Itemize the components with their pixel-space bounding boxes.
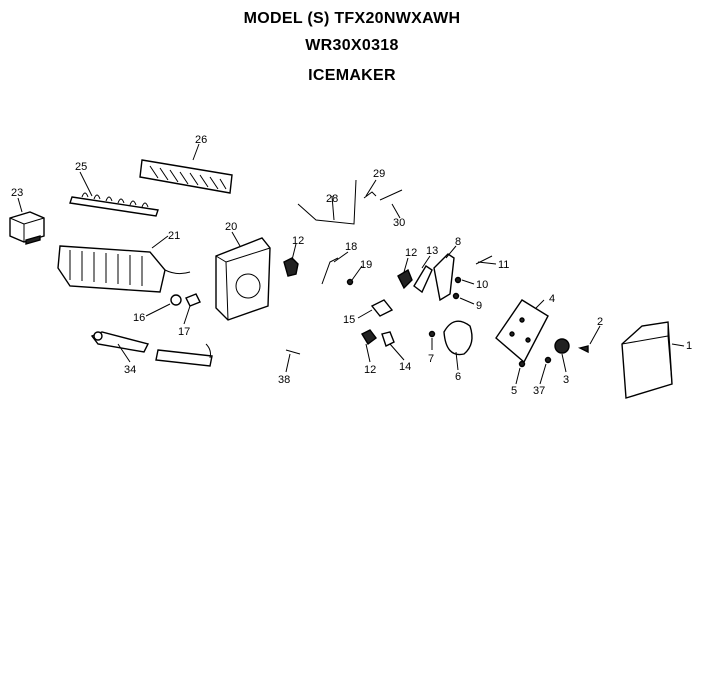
part-1-cover <box>621 321 673 399</box>
callout-34: 34 <box>124 364 136 376</box>
callout-11: 11 <box>498 259 509 271</box>
callout-12b: 12 <box>405 247 417 259</box>
callout-13: 13 <box>426 245 438 257</box>
part-29-arm-clip <box>363 191 377 199</box>
part-3-gear <box>554 338 570 354</box>
callout-14: 14 <box>399 361 411 373</box>
callout-37: 37 <box>533 385 545 397</box>
callout-20: 20 <box>225 221 237 233</box>
callout-21: 21 <box>168 230 180 242</box>
callout-8: 8 <box>455 236 461 248</box>
part-heater-wire <box>155 343 213 367</box>
part-2-screw <box>577 345 589 354</box>
callout-38: 38 <box>278 374 290 386</box>
part-8-bracket <box>433 253 455 302</box>
part-17-cam <box>185 293 201 307</box>
callout-3: 3 <box>563 374 569 386</box>
callout-19: 19 <box>360 259 372 271</box>
part-20-housing <box>215 237 271 321</box>
part-19-screw <box>346 278 354 286</box>
part-34-fill-tube <box>90 331 150 353</box>
part-16-gear <box>170 294 182 306</box>
part-14-switch <box>381 331 395 347</box>
part-21-mold <box>57 245 191 293</box>
callout-9: 9 <box>476 300 482 312</box>
part-18-lever <box>321 257 339 285</box>
model-title: MODEL (S) TFX20NWXAWH <box>243 10 461 27</box>
part-5-screw <box>518 360 526 368</box>
part-number-title: WR30X0318 <box>305 37 399 54</box>
callout-29: 29 <box>373 168 385 180</box>
part-9-screw <box>452 292 460 300</box>
part-12-clip <box>397 268 413 290</box>
callout-30: 30 <box>393 217 405 229</box>
callout-2: 2 <box>597 316 603 328</box>
part-37-screw <box>544 356 552 364</box>
callout-10: 10 <box>476 279 488 291</box>
part-23-valve <box>9 211 45 245</box>
part-28-shutoff-arm <box>297 179 357 225</box>
part-15-motor <box>370 299 394 317</box>
callout-28: 28 <box>326 193 338 205</box>
part-12-cam <box>361 329 377 346</box>
callout-16: 16 <box>133 312 145 324</box>
callout-23: 23 <box>11 187 23 199</box>
callout-17: 17 <box>178 326 190 338</box>
part-38-pin <box>285 349 301 355</box>
part-12-bracket <box>283 257 299 277</box>
callout-5: 5 <box>511 385 517 397</box>
callout-7: 7 <box>428 353 434 365</box>
callout-25: 25 <box>75 161 87 173</box>
part-6-motor <box>443 320 473 356</box>
part-11-screw <box>475 255 493 265</box>
part-30-arm-pin <box>379 189 403 201</box>
part-26-stripper <box>139 159 233 194</box>
callout-6: 6 <box>455 371 461 383</box>
callout-12a: 12 <box>292 235 304 247</box>
leader-lines <box>17 143 685 385</box>
part-25-rake <box>69 192 159 217</box>
part-7-screw <box>428 330 436 338</box>
callout-15: 15 <box>343 314 355 326</box>
part-13-switch <box>413 265 433 294</box>
callout-12c: 12 <box>364 364 376 376</box>
callout-18: 18 <box>345 241 357 253</box>
callout-1: 1 <box>686 340 692 352</box>
part-10-screw <box>454 276 462 284</box>
part-4-plate <box>495 299 549 364</box>
callout-26: 26 <box>195 134 207 146</box>
assembly-title: ICEMAKER <box>308 67 396 84</box>
callout-4: 4 <box>549 293 555 305</box>
